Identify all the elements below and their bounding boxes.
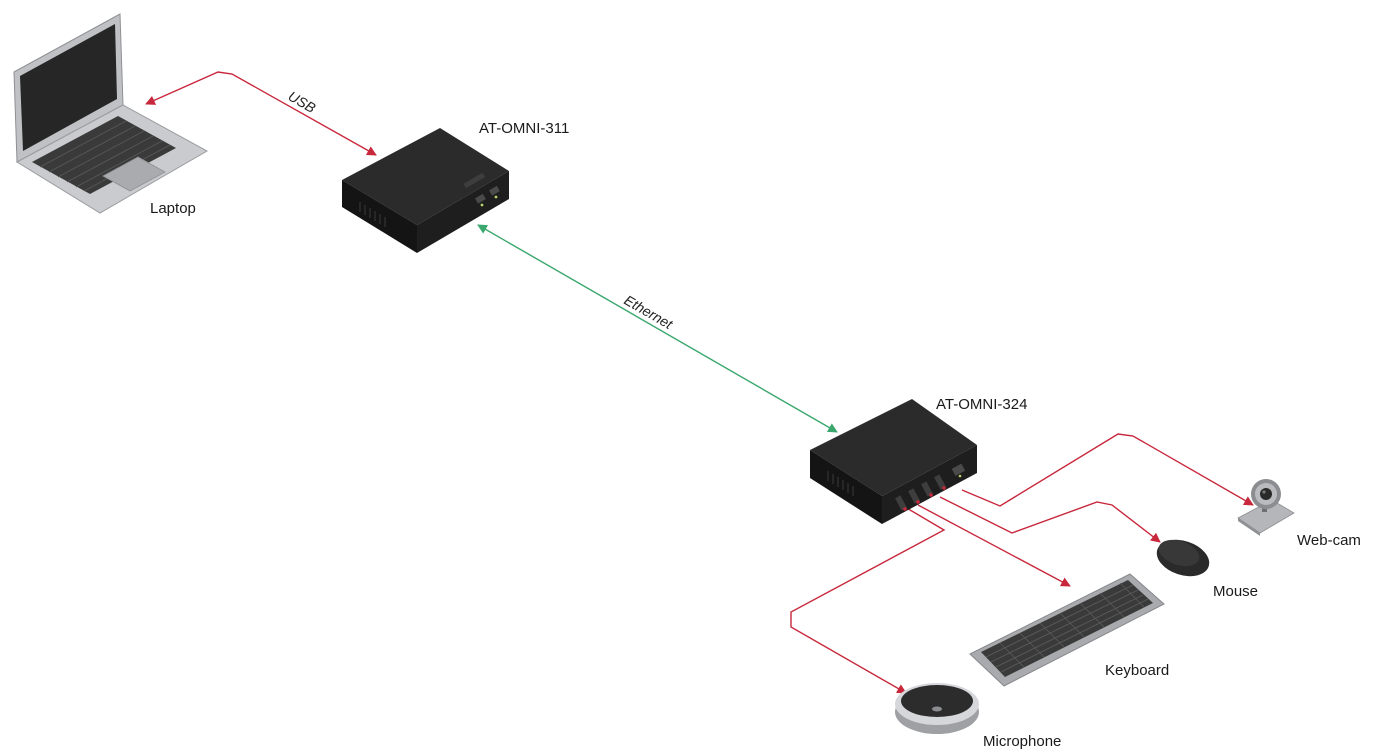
usb-label: USB [286,88,319,116]
receiver-label: AT-OMNI-324 [936,396,1027,413]
mouse-icon [1156,539,1210,577]
keyboard-icon [969,573,1165,687]
microphone-icon [895,683,979,734]
webcam-cable-line [961,433,1254,507]
keyboard-cable-line [917,504,1071,587]
keyboard-label: Keyboard [1105,662,1169,679]
microphone-label: Microphone [983,733,1061,750]
webcam-label: Web-cam [1297,532,1361,549]
omni-311-box-icon [342,128,509,253]
ethernet-cable-line [477,224,838,433]
microphone-cable-line [790,506,946,694]
laptop-icon [13,13,209,214]
laptop-label: Laptop [150,200,196,217]
usb-cable-line [145,71,377,156]
mouse-label: Mouse [1213,583,1258,600]
omni-324-box-icon [810,399,977,524]
transmitter-label: AT-OMNI-311 [479,120,569,137]
mouse-cable-line [939,496,1161,543]
webcam-icon [1237,479,1295,536]
